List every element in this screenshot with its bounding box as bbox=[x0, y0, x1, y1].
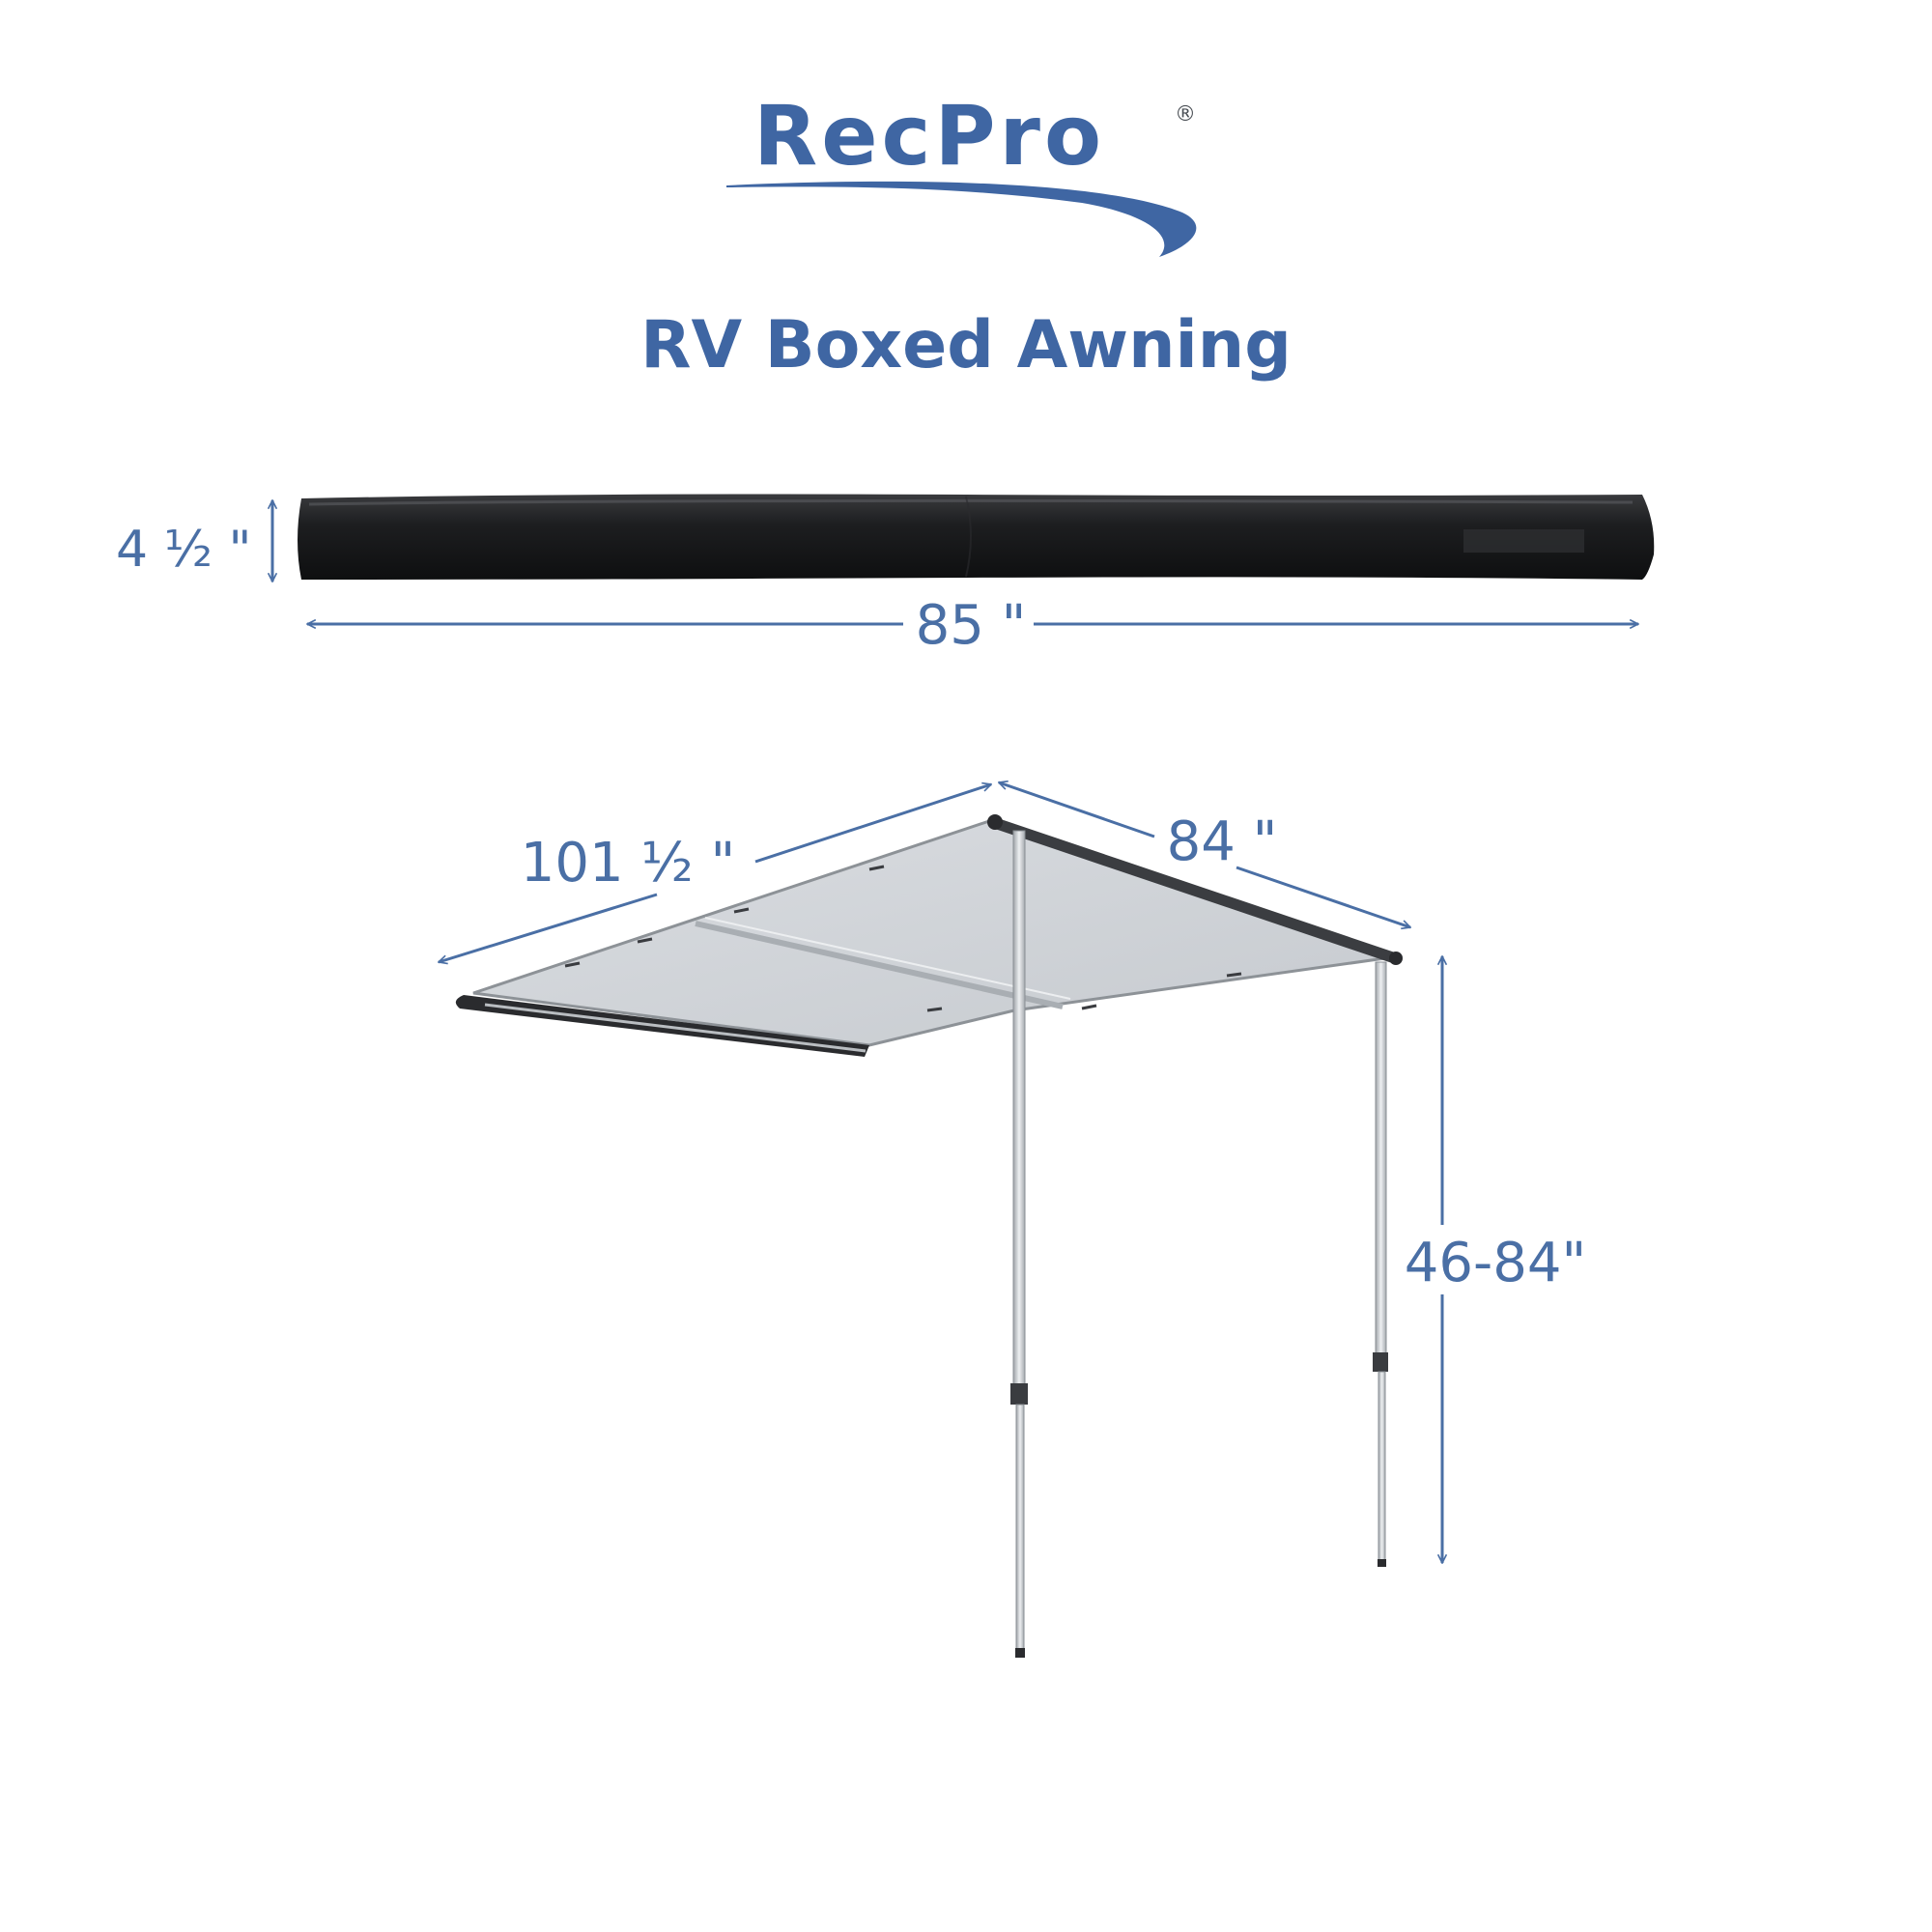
deployed-awning bbox=[455, 814, 1403, 1658]
case-height-label: 4 ½ " bbox=[116, 521, 251, 579]
pole-height-label: 46-84" bbox=[1405, 1232, 1586, 1294]
logo-wordmark: RecPro bbox=[753, 88, 1105, 185]
front-bar bbox=[989, 817, 1401, 964]
case-height-dimension: 4 ½ " bbox=[116, 500, 272, 582]
awning-length-dimension: 101 ½ " bbox=[439, 784, 991, 962]
awning-length-label: 101 ½ " bbox=[521, 832, 736, 895]
page-title: RV Boxed Awning bbox=[640, 307, 1292, 384]
rear-support-pole bbox=[1373, 961, 1388, 1567]
logo-swoosh bbox=[726, 181, 1197, 257]
awning-depth-label: 84 " bbox=[1167, 810, 1278, 873]
awning-case bbox=[298, 494, 1655, 580]
pole-height-dimension: 46-84" bbox=[1405, 956, 1586, 1563]
case-length-dimension: 85 " bbox=[307, 594, 1638, 657]
front-support-pole bbox=[1010, 830, 1028, 1658]
logo-registered-mark: ® bbox=[1175, 102, 1196, 127]
recpro-logo: RecPro ® bbox=[726, 88, 1197, 257]
case-length-label: 85 " bbox=[916, 594, 1027, 657]
awning-depth-dimension: 84 " bbox=[999, 782, 1410, 927]
